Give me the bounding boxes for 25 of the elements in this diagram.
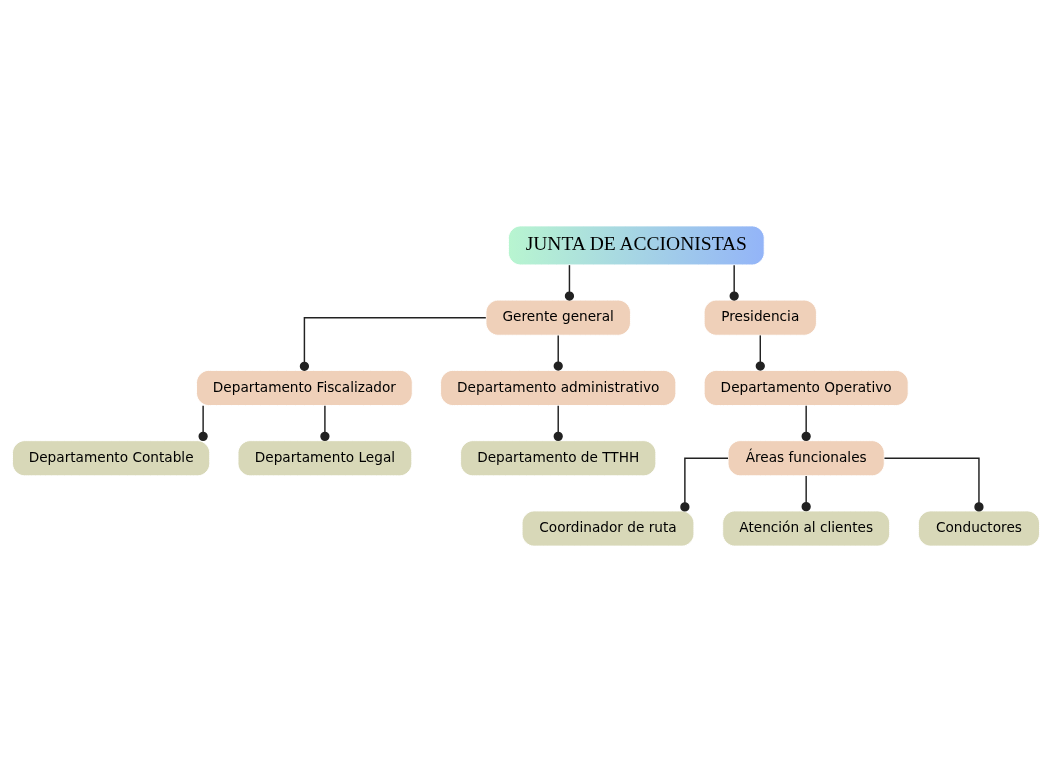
node-box: Departamento Operativo (703, 369, 909, 406)
node-box: Departamento de TTHH (460, 440, 657, 477)
node-box: Áreas funcionales (727, 440, 885, 477)
connector (729, 264, 739, 301)
connector (553, 404, 563, 441)
node-box: Presidencia (703, 299, 817, 336)
connector (883, 457, 984, 512)
node-box: Departamento Legal (237, 440, 413, 477)
connector (680, 457, 729, 512)
node-box: Gerente general (485, 299, 631, 336)
connector (198, 404, 208, 441)
connector (299, 316, 487, 371)
connector (320, 404, 330, 441)
node-box: JUNTA DE ACCIONISTAS (507, 225, 765, 266)
node-box: Departamento Fiscalizador (196, 369, 413, 406)
node-box: Departamento administrativo (440, 369, 677, 406)
node-box: Departamento Contable (12, 440, 211, 477)
connector (553, 334, 563, 371)
connector (801, 404, 811, 441)
connector (755, 334, 765, 371)
connector (564, 264, 575, 301)
node-box: Conductores (917, 510, 1040, 547)
node-box: Coordinador de ruta (521, 510, 695, 547)
node-box: Atención al clientes (722, 510, 891, 547)
connector (801, 475, 811, 512)
